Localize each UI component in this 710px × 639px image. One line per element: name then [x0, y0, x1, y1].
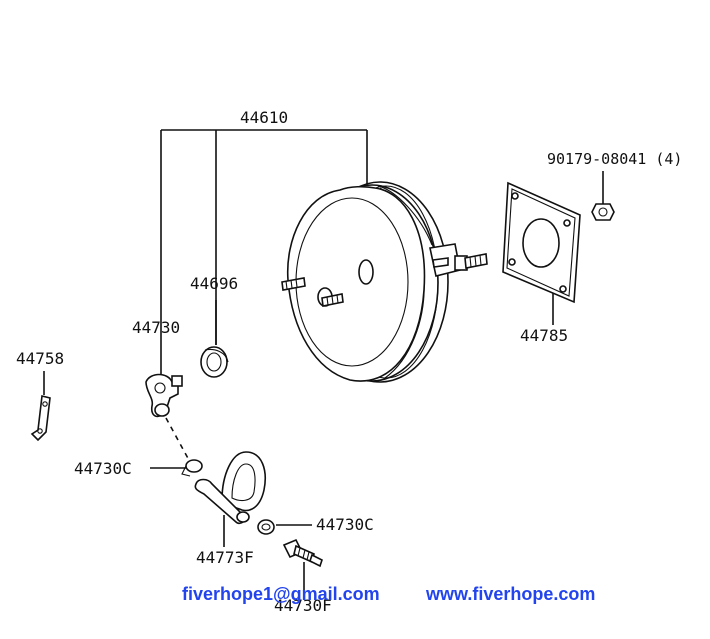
label-vacuum-hose: 44773F: [196, 548, 254, 567]
label-check-valve-grommet: 44696: [190, 274, 238, 293]
label-union: 44730F: [274, 596, 332, 615]
label-booster-assembly: 44610: [240, 108, 288, 127]
bracket: [30, 395, 51, 442]
leader-lines: [43, 129, 604, 594]
label-gasket: 44785: [520, 326, 568, 345]
check-valve-grommet: [200, 346, 229, 378]
footer-website[interactable]: www.fiverhope.com: [426, 584, 596, 604]
vacuum-hose: [194, 451, 266, 525]
label-bracket: 44758: [16, 349, 64, 368]
gasket: [502, 181, 581, 304]
brake-booster: [281, 181, 488, 383]
hose-clamp-lower: [257, 519, 275, 535]
label-hose-clamp-lower: 44730C: [316, 515, 374, 534]
check-valve: [145, 373, 191, 463]
label-check-valve: 44730: [132, 318, 180, 337]
label-nut: 90179-08041 (4): [547, 150, 682, 168]
label-hose-clamp-upper: 44730C: [74, 459, 132, 478]
nut: [591, 203, 615, 221]
hose-clamp-upper: [181, 459, 203, 477]
union: [282, 538, 323, 568]
footer-email[interactable]: fiverhope1@gmail.com: [182, 584, 380, 604]
